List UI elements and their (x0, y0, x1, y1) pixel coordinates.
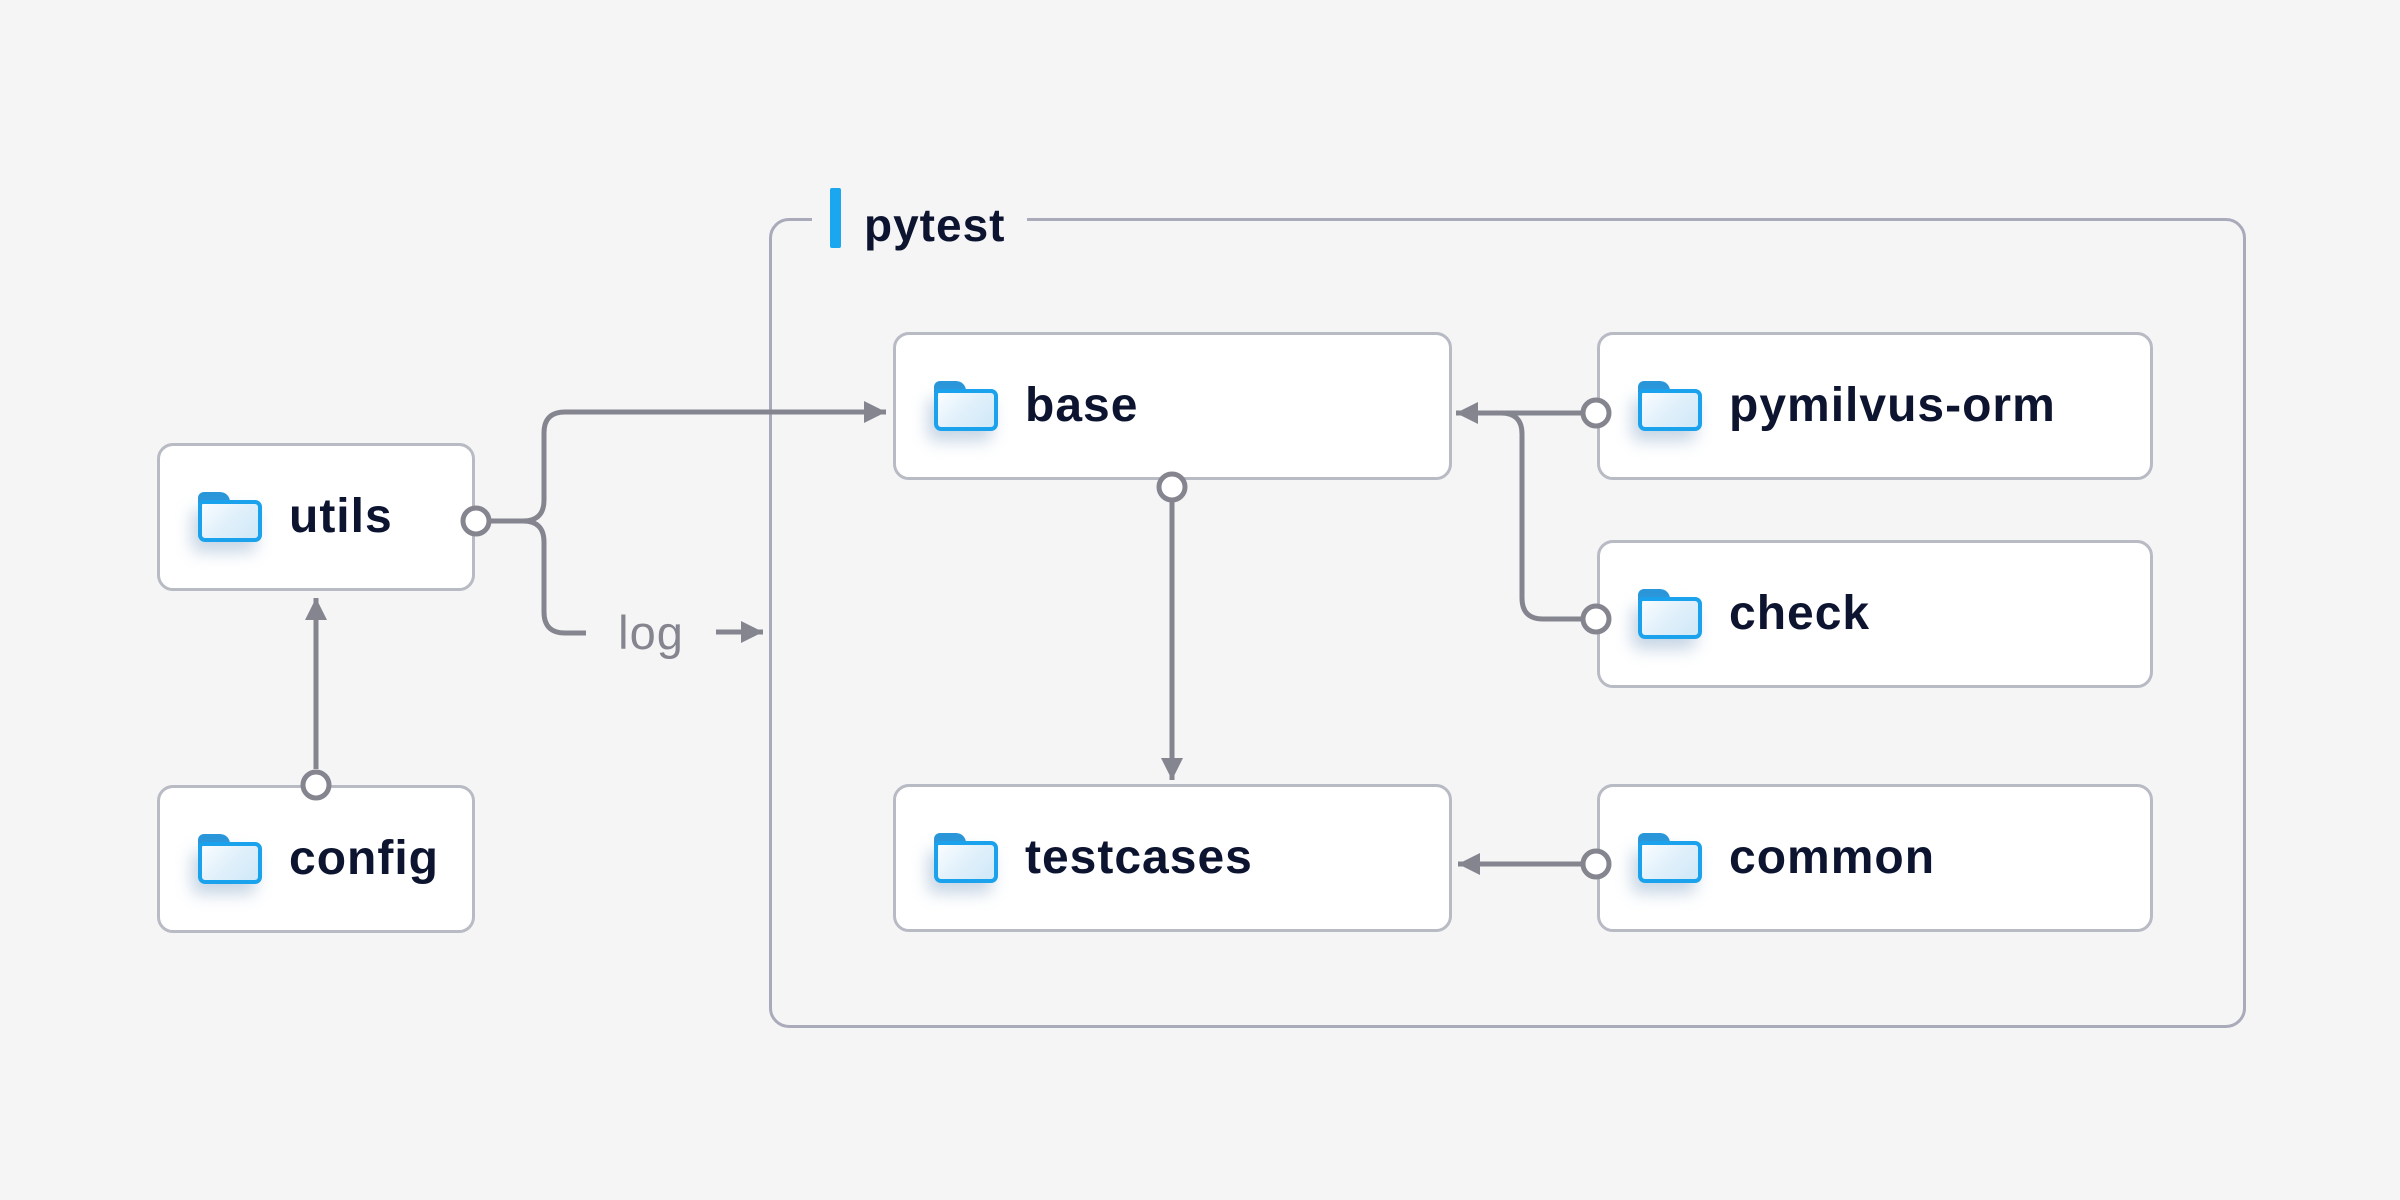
folder-icon (934, 381, 998, 431)
node-testcases: testcases (893, 784, 1452, 932)
node-label: common (1729, 831, 1936, 884)
folder-icon (198, 492, 262, 542)
accent-bar-icon (830, 188, 841, 248)
node-label: testcases (1025, 831, 1253, 884)
node-label: base (1025, 379, 1139, 432)
pytest-group-title: pytest (864, 199, 1006, 251)
node-label: config (289, 832, 439, 885)
node-label: check (1729, 587, 1871, 640)
node-label: pymilvus-orm (1729, 379, 2056, 432)
pytest-group-box: pytest (769, 185, 2246, 1028)
folder-icon (1638, 589, 1702, 639)
folder-icon (1638, 833, 1702, 883)
node-base: base (893, 332, 1452, 480)
folder-icon (198, 834, 262, 884)
node-utils: utils (157, 443, 475, 591)
node-common: common (1597, 784, 2153, 932)
node-label: utils (289, 490, 393, 543)
node-config: config (157, 785, 475, 933)
edge-utils-log (490, 518, 586, 636)
folder-icon (1638, 381, 1702, 431)
folder-icon (934, 833, 998, 883)
node-check: check (1597, 540, 2153, 688)
log-edge-label: log (618, 606, 684, 659)
pytest-group-label: pytest (812, 185, 1028, 251)
node-pymilvus-orm: pymilvus-orm (1597, 332, 2153, 480)
